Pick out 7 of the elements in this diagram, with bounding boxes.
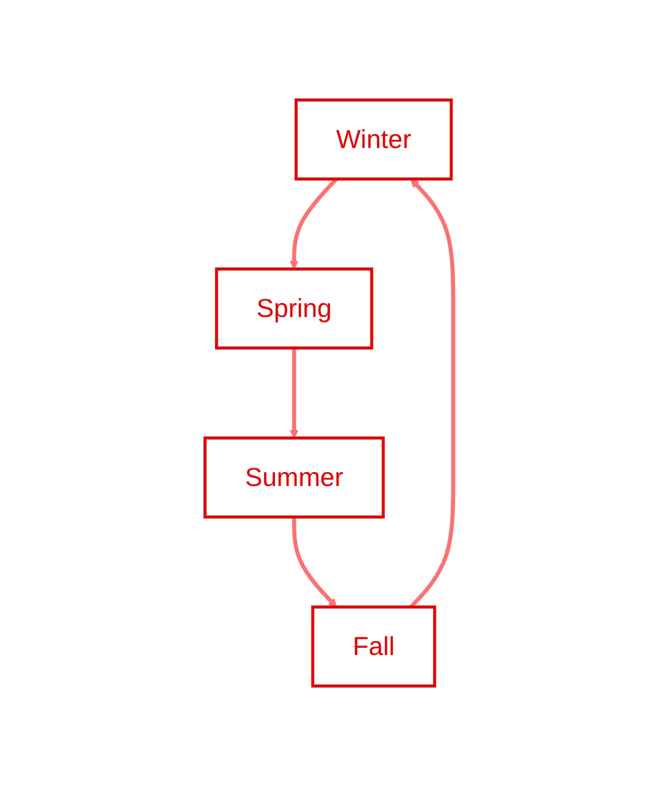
arrow [292, 516, 337, 607]
node-box: Winter [294, 98, 453, 180]
node-box: Fall [311, 605, 436, 687]
node-box: Spring [214, 267, 374, 349]
arrow [290, 348, 298, 438]
arrow [409, 178, 456, 608]
node-box: Summer [203, 436, 385, 518]
